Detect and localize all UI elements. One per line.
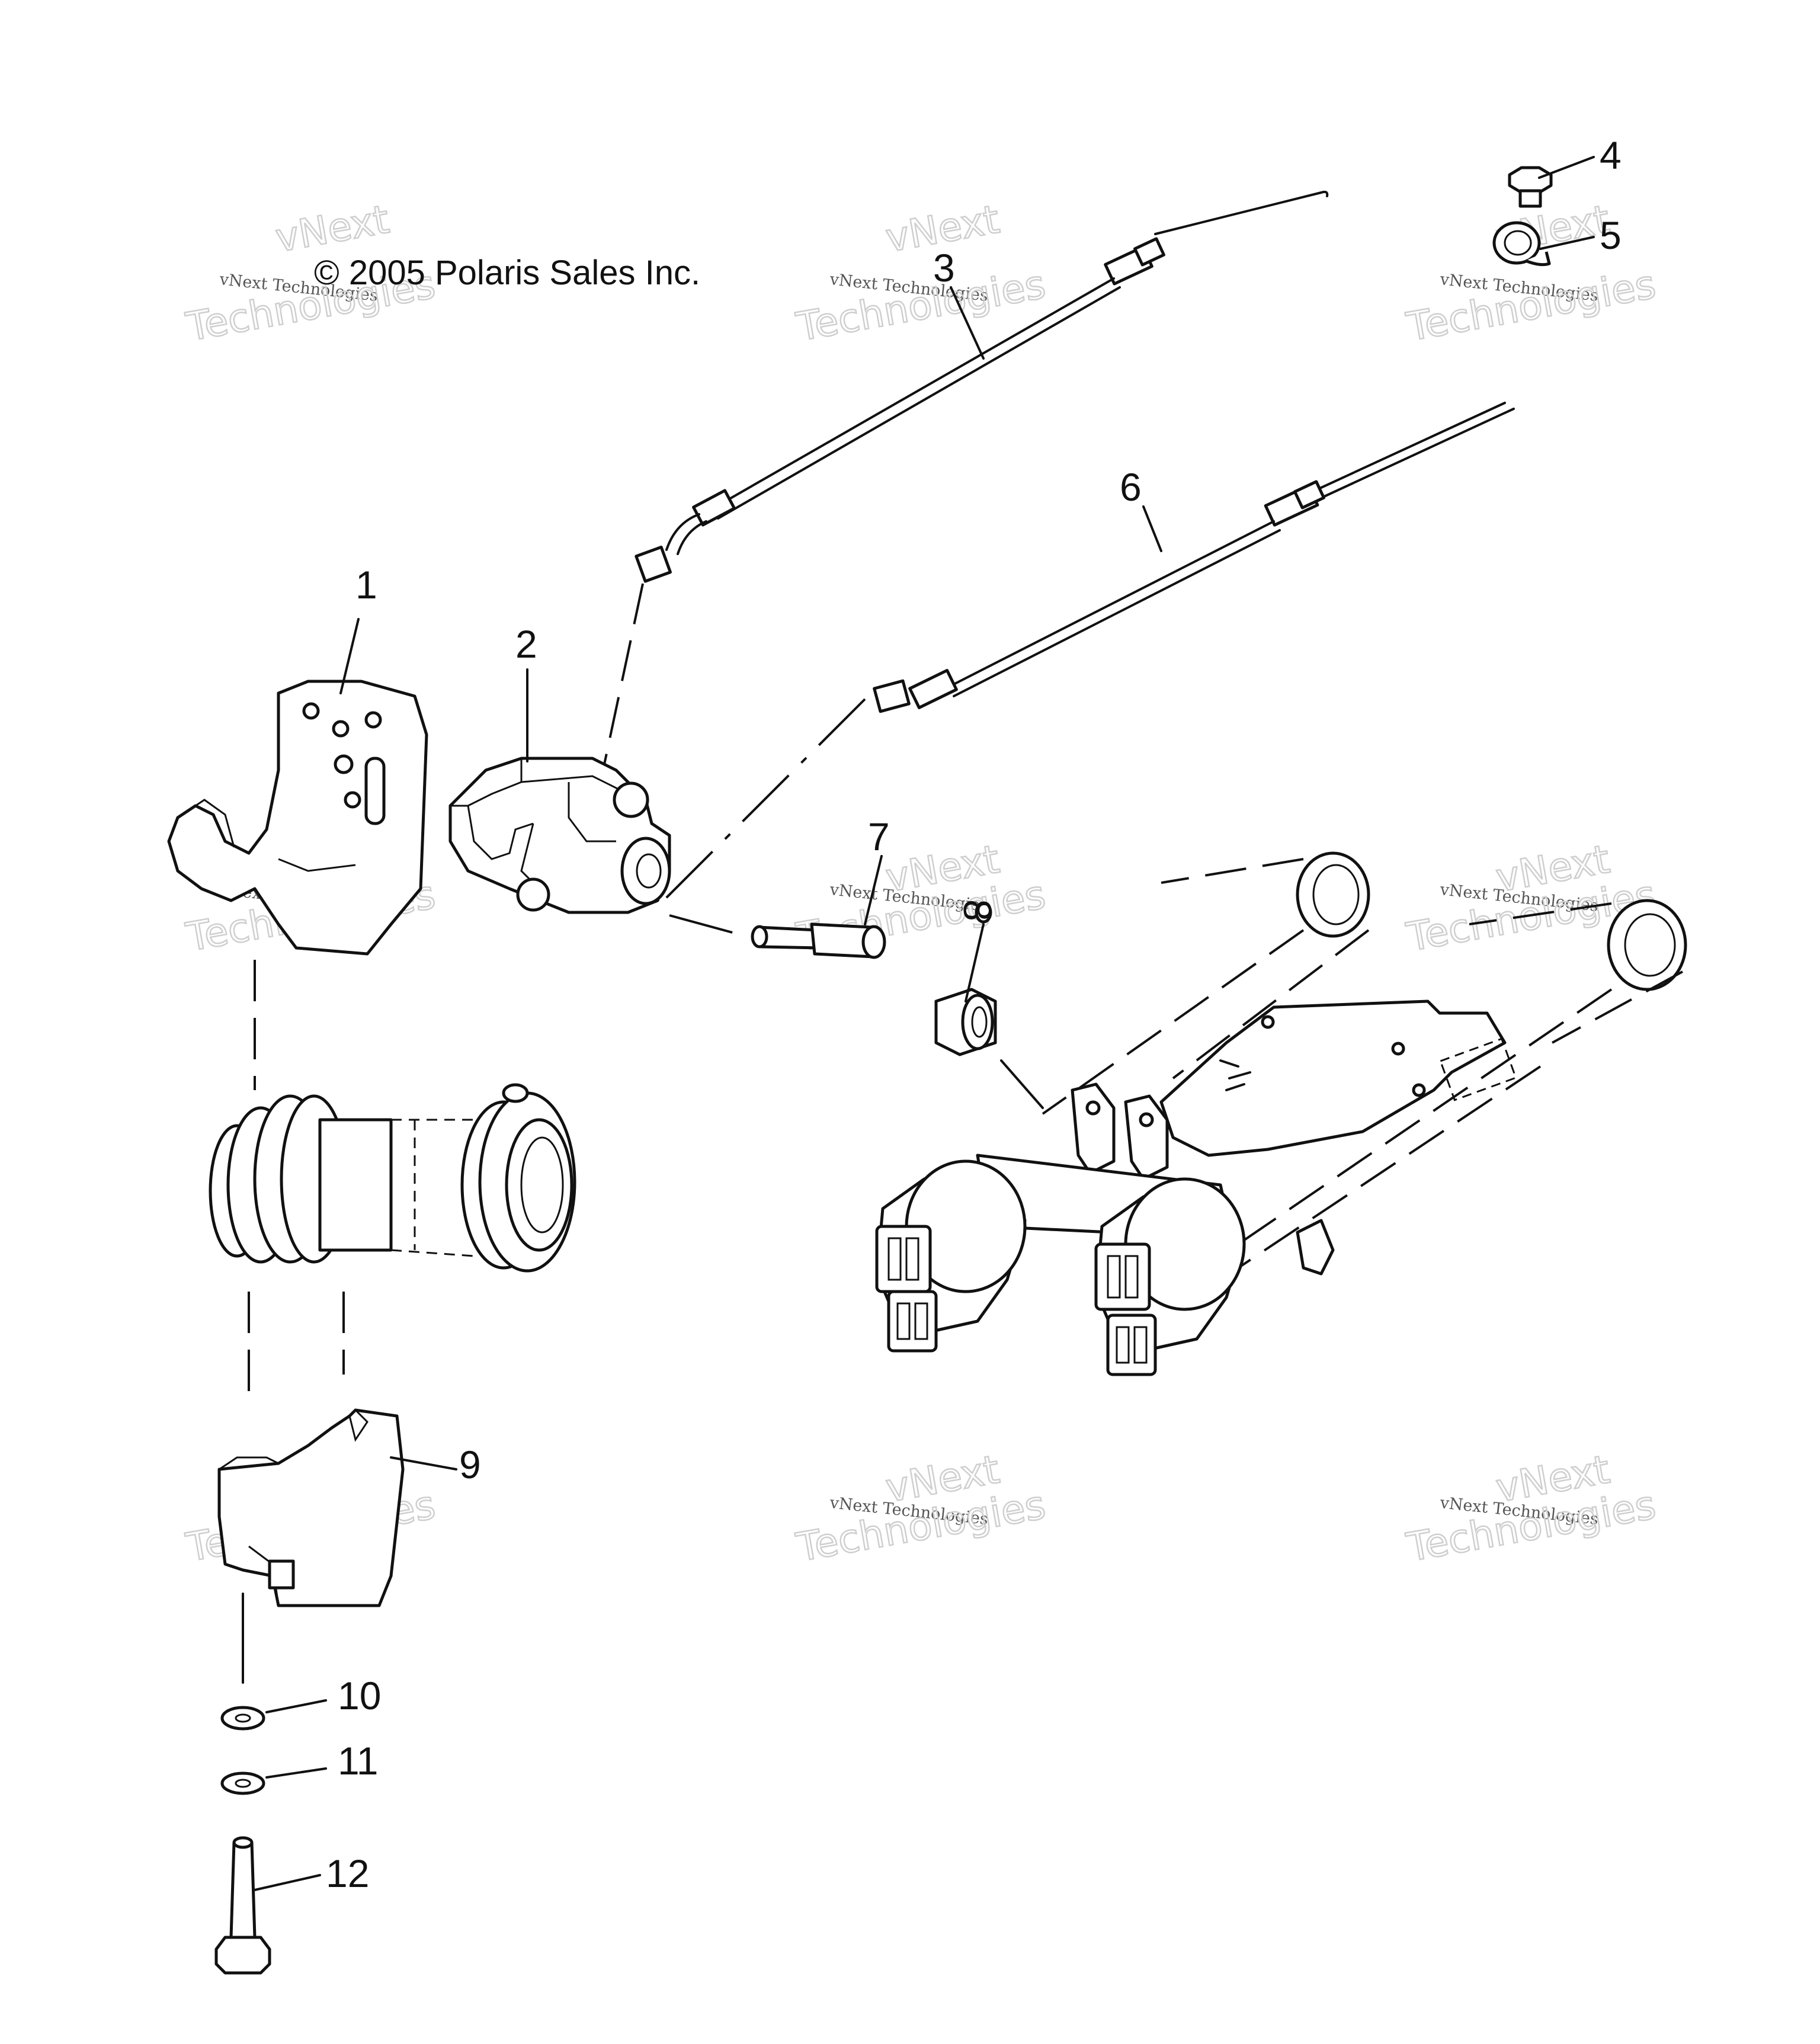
leader-callout-11	[265, 1767, 327, 1779]
leader-callout-3	[950, 286, 985, 360]
part-brake-cable-upper	[635, 190, 1329, 583]
callout-3: 3	[933, 246, 955, 290]
callout-leaders	[254, 156, 1595, 1891]
part-brake-caliper	[448, 757, 671, 914]
callout-12: 12	[326, 1851, 369, 1895]
leader-callout-12	[254, 1874, 321, 1891]
callout-11: 11	[338, 1739, 379, 1783]
leader-callout-1	[339, 618, 360, 694]
leader-cable-lower-to-caliper	[662, 698, 866, 902]
watermark-brand: vNext	[272, 196, 392, 261]
callout-6: 6	[1120, 465, 1142, 509]
leader-callout-10	[265, 1699, 327, 1713]
leader-callout-4	[1538, 156, 1595, 179]
callout-10: 10	[338, 1674, 381, 1718]
callout-numbers: 1 2 3 4 5 6 7 8 9 10 11 12	[326, 133, 1622, 1895]
leader-callout-9	[390, 1456, 457, 1470]
callout-2: 2	[515, 622, 537, 666]
callout-4: 4	[1600, 133, 1622, 177]
part-axle-hub	[209, 1083, 576, 1273]
part-lower-clamp	[217, 1408, 405, 1607]
callout-1: 1	[355, 563, 377, 607]
leader-callout-6	[1142, 505, 1162, 552]
part-slide-pin	[751, 922, 886, 959]
part-washer-flat	[220, 1706, 265, 1731]
copyright-text: © 2005 Polaris Sales Inc.	[314, 254, 700, 292]
callout-5: 5	[1600, 213, 1622, 257]
part-brake-cable-lower	[873, 402, 1515, 713]
leader-callout-8	[965, 923, 985, 1002]
part-swing-arm	[875, 851, 1687, 1376]
part-bushing	[934, 901, 997, 1056]
part-caliper-bracket	[167, 680, 428, 956]
leader-callout-7	[864, 855, 883, 925]
callout-8: 8	[956, 899, 999, 921]
watermark-low-right: vNext vNext Technologies Technologies	[1402, 1446, 1659, 1571]
part-washer-lock	[220, 1771, 265, 1795]
part-bolt-small	[1508, 166, 1553, 208]
leader-caliper-to-pin	[669, 914, 735, 934]
part-bolt-long	[214, 1836, 271, 1975]
callout-7: 7	[868, 815, 890, 858]
callout-9: 9	[459, 1443, 481, 1486]
part-clamp	[1492, 221, 1551, 267]
watermark-top-center: vNext vNext Technologies Technologies	[792, 196, 1049, 351]
leader-cable-upper-to-caliper	[603, 583, 644, 765]
leader-callout-5	[1539, 236, 1595, 250]
watermark-low-center: vNext vNext Technologies Technologies	[792, 1446, 1049, 1571]
leader-bushing-to-swingarm	[1000, 1059, 1044, 1109]
